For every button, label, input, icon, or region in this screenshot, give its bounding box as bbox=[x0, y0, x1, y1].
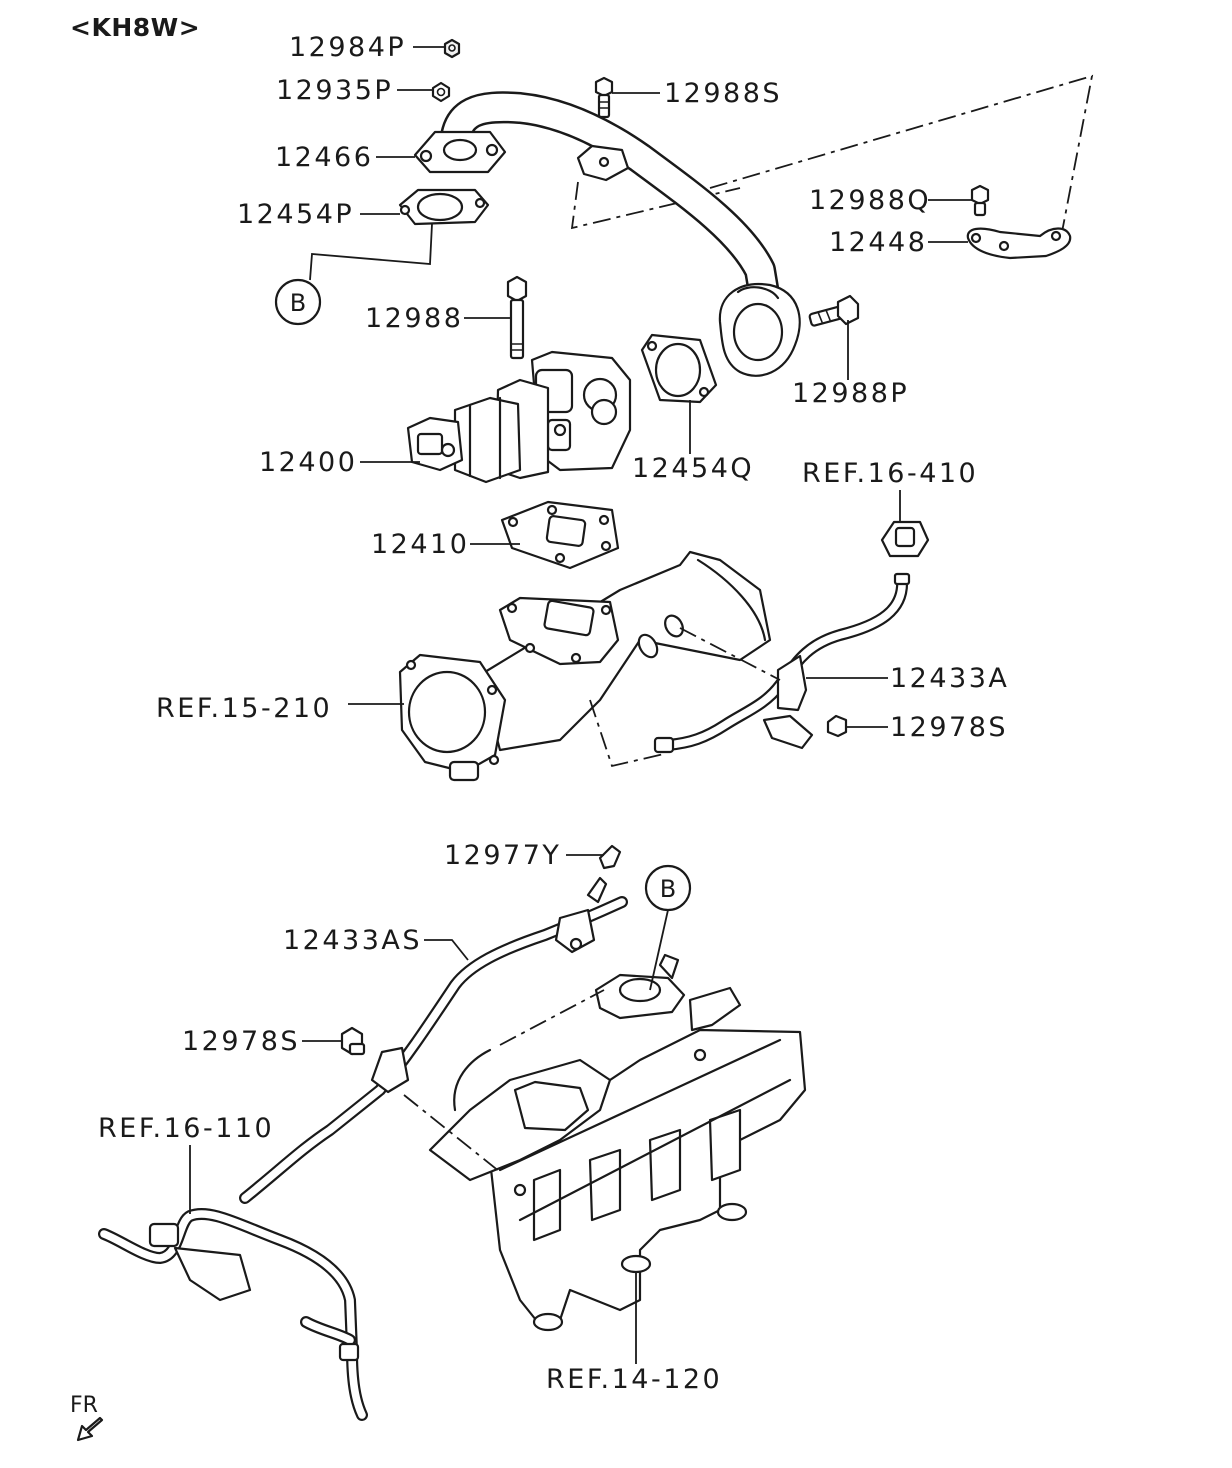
part-labels: 12984P 12935P 12988S 12466 12454P 12988Q… bbox=[98, 32, 1009, 1395]
label-12433AS[interactable]: 12433AS bbox=[283, 925, 422, 956]
label-ref-16-110[interactable]: REF.16-110 bbox=[98, 1113, 274, 1144]
label-12454Q[interactable]: 12454Q bbox=[632, 453, 754, 484]
part-12978S-clip-lower[interactable] bbox=[340, 1026, 366, 1056]
label-12988[interactable]: 12988 bbox=[365, 303, 463, 334]
callout-b-lower: B bbox=[644, 864, 692, 912]
callout-b-lower-label: B bbox=[660, 875, 676, 903]
part-12984P-nut[interactable] bbox=[443, 38, 461, 59]
label-12410[interactable]: 12410 bbox=[371, 529, 469, 560]
part-12433A-hose[interactable] bbox=[653, 572, 911, 754]
label-12978S-upper[interactable]: 12978S bbox=[890, 712, 1008, 743]
label-12466[interactable]: 12466 bbox=[275, 142, 373, 173]
label-12984P[interactable]: 12984P bbox=[289, 32, 406, 63]
label-12988S[interactable]: 12988S bbox=[664, 78, 782, 109]
label-12988P[interactable]: 12988P bbox=[792, 378, 909, 409]
part-12988-bolt[interactable] bbox=[506, 275, 528, 360]
callout-b-upper-label: B bbox=[290, 289, 306, 317]
label-ref-14-120[interactable]: REF.14-120 bbox=[546, 1364, 722, 1395]
part-12433AS-hose-assembly[interactable] bbox=[239, 876, 628, 1204]
part-12400-egr-valve[interactable] bbox=[406, 350, 632, 484]
label-12448[interactable]: 12448 bbox=[829, 227, 927, 258]
model-code-title: <KH8W> bbox=[70, 13, 200, 42]
label-12935P[interactable]: 12935P bbox=[276, 75, 393, 106]
leader-lines bbox=[189, 46, 972, 1364]
part-12935P-nut[interactable] bbox=[431, 81, 451, 103]
front-arrow-icon bbox=[76, 1416, 104, 1442]
reference-lines-intake bbox=[589, 627, 781, 768]
part-12988P-bolt[interactable] bbox=[808, 294, 860, 327]
ref-16-110-coolant-pipes[interactable] bbox=[98, 1207, 368, 1421]
part-12410-gasket[interactable] bbox=[500, 500, 620, 570]
part-12977Y-clip[interactable] bbox=[598, 844, 622, 870]
ref-16-410-sensor[interactable] bbox=[880, 520, 930, 558]
reference-lines-lower bbox=[403, 989, 605, 1173]
front-label: FR bbox=[70, 1393, 98, 1418]
callout-b-upper: B bbox=[274, 278, 322, 326]
ref-14-120-intake-manifold[interactable] bbox=[428, 953, 807, 1332]
label-12433A[interactable]: 12433A bbox=[890, 663, 1009, 694]
label-12977Y[interactable]: 12977Y bbox=[444, 840, 561, 871]
part-12988S-bolt[interactable] bbox=[594, 76, 614, 119]
label-12454P[interactable]: 12454P bbox=[237, 199, 354, 230]
part-12454P-gasket[interactable] bbox=[398, 188, 490, 226]
part-12466-egr-pipe[interactable] bbox=[413, 91, 801, 377]
label-ref-15-210[interactable]: REF.15-210 bbox=[156, 693, 332, 724]
label-12400[interactable]: 12400 bbox=[259, 447, 357, 478]
part-12454Q-gasket[interactable] bbox=[640, 333, 718, 404]
ref-15-210-intake-body[interactable] bbox=[398, 550, 772, 782]
part-12978S-clip-upper[interactable] bbox=[826, 714, 848, 738]
label-12978S-lower[interactable]: 12978S bbox=[182, 1026, 300, 1057]
label-12988Q[interactable]: 12988Q bbox=[809, 185, 931, 216]
label-ref-16-410[interactable]: REF.16-410 bbox=[802, 458, 978, 489]
part-12448-bracket[interactable] bbox=[966, 227, 1072, 260]
front-orientation-indicator: FR bbox=[70, 1393, 104, 1442]
part-12988Q-bolt[interactable] bbox=[970, 184, 990, 217]
